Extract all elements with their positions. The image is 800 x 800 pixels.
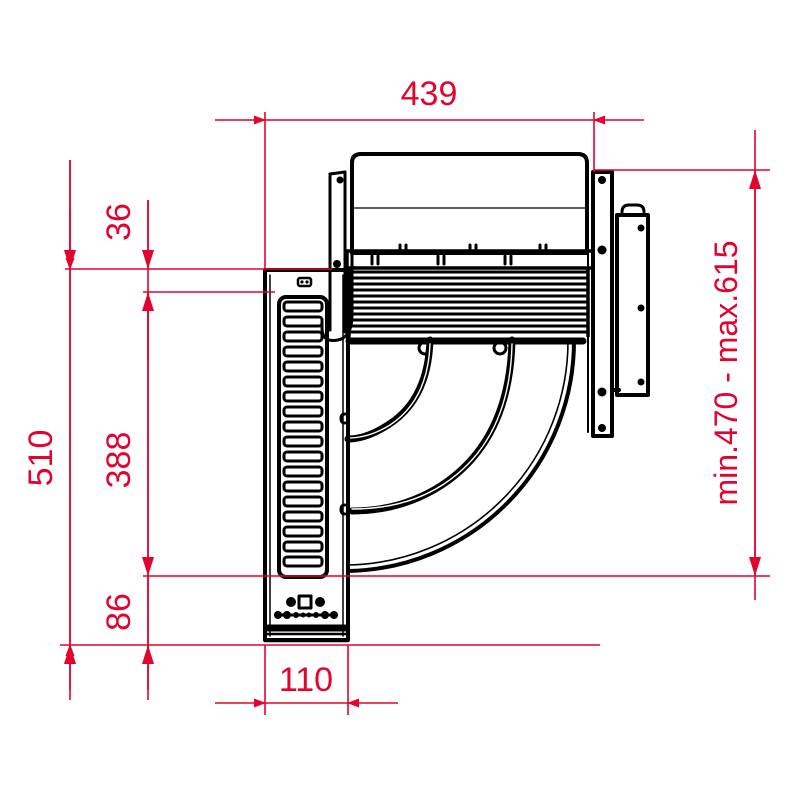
product-drawing [263, 152, 650, 643]
dimension-86-label: 86 [100, 593, 138, 631]
left-support-rail [328, 170, 347, 334]
panel-foot [263, 632, 350, 643]
dimension-388-label: 388 [100, 432, 138, 489]
dimension-510-label: 510 [22, 430, 60, 487]
control-button-row [286, 597, 325, 607]
dim-510-arrows [64, 250, 76, 664]
front-control-panel [263, 268, 350, 643]
canopy-tabs [370, 243, 548, 266]
dim-388-arrows [142, 557, 154, 576]
grille-frame [277, 295, 329, 579]
dimension-36-label: 36 [100, 203, 138, 241]
canopy-housing [350, 152, 589, 255]
filter-louvers [347, 270, 590, 334]
control-square-button [297, 594, 313, 610]
dim-range-arrows [749, 170, 761, 576]
control-dot-row [274, 611, 338, 619]
dimension-height-range-label: min.470 - max.615 [708, 240, 744, 505]
motor-housing-box [610, 203, 650, 397]
dim-86-arrows [142, 645, 154, 664]
wall-mounting-rail [587, 170, 614, 438]
grille-slots [282, 300, 324, 568]
panel-indicator [296, 276, 313, 288]
dimension-439-label: 439 [401, 75, 458, 113]
duct-arcs [339, 336, 576, 573]
dimension-layer: 439 510 36 388 [22, 75, 770, 715]
dimension-110-label: 110 [279, 661, 333, 699]
